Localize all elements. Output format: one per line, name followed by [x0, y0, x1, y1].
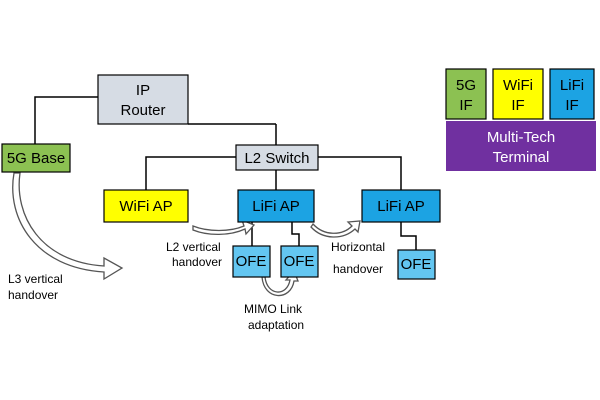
- ip-router-label-line1: IP: [136, 82, 150, 99]
- wifi-ap-box: [103, 189, 189, 223]
- 5g-if-box: [445, 68, 487, 120]
- ip-router-label-line2: Router: [120, 102, 165, 119]
- multi-tech-terminal: 5G IF WiFi IF LiFi IF Multi-Tech Termina…: [445, 68, 596, 171]
- 5g-base-label: 5G Base: [7, 150, 65, 167]
- l3-handover-arrow: [12, 172, 124, 281]
- edge-lifi-ap-1-ofe-2: [291, 222, 300, 246]
- terminal-line1: Multi-Tech: [487, 129, 555, 146]
- 5g-base-box: [1, 143, 71, 173]
- edge-lifi-ap-2-ofe-3: [400, 222, 417, 250]
- 5g-base-node: 5G Base: [1, 143, 71, 173]
- mimo-line2: adaptation: [248, 318, 304, 332]
- ofe-3-node: OFE: [397, 249, 436, 280]
- ofe-2-node: OFE: [280, 245, 319, 278]
- lifi-if-line2: IF: [565, 97, 578, 114]
- horizontal-handover-arrow: [310, 220, 361, 238]
- edge-switch-wifi-ap: [145, 156, 236, 190]
- l2-vertical-handover-label: L2 vertical handover: [166, 240, 222, 269]
- ofe-2-box: [280, 245, 319, 278]
- wifi-ap-label: WiFi AP: [119, 198, 172, 215]
- 5g-if-line2: IF: [459, 97, 472, 114]
- wifi-if-box: [492, 68, 544, 120]
- ofe-1-label: OFE: [236, 253, 267, 270]
- lifi-ap-1-box: [237, 189, 315, 223]
- lifi-ap-2-node: LiFi AP: [361, 189, 441, 223]
- lifi-ap-2-label: LiFi AP: [377, 198, 425, 215]
- lifi-if-line1: LiFi: [560, 77, 584, 94]
- lifi-ap-1-node: LiFi AP: [237, 189, 315, 223]
- horizontal-line2: handover: [333, 262, 383, 276]
- ofe-3-box: [397, 249, 436, 280]
- lifi-ap-1-label: LiFi AP: [252, 198, 300, 215]
- 5g-if-line1: 5G: [456, 77, 476, 94]
- l2-switch-node: L2 Switch: [235, 144, 319, 171]
- l2-vertical-line1: L2 vertical: [166, 240, 221, 254]
- wifi-if-line1: WiFi: [503, 77, 533, 94]
- ofe-2-label: OFE: [284, 253, 315, 270]
- l2-switch-box: [235, 144, 319, 171]
- lifi-ap-2-box: [361, 189, 441, 223]
- l2-switch-label: L2 Switch: [244, 150, 309, 167]
- terminal-body-box: [446, 121, 596, 171]
- ip-router-box: [97, 74, 189, 125]
- terminal-line2: Terminal: [493, 149, 550, 166]
- connections: [34, 96, 417, 250]
- ofe-1-box: [232, 245, 271, 278]
- l2-vertical-line2: handover: [172, 255, 222, 269]
- lifi-if-box: [549, 68, 595, 120]
- l3-vertical-handover-label: L3 vertical handover: [8, 272, 63, 302]
- ofe-1-node: OFE: [232, 245, 271, 278]
- ip-router-node: IP Router: [97, 74, 189, 125]
- mimo-line1: MIMO Link: [244, 302, 303, 316]
- ofe-3-label: OFE: [401, 256, 432, 273]
- l3-vertical-line1: L3 vertical: [8, 272, 63, 286]
- horizontal-handover-label: Horizontal handover: [331, 240, 385, 276]
- l2-handover-arrow: [192, 218, 256, 236]
- wifi-ap-node: WiFi AP: [103, 189, 189, 223]
- edge-switch-lifi-ap-2: [318, 156, 402, 190]
- horizontal-line1: Horizontal: [331, 240, 385, 254]
- handover-arrows: [12, 172, 361, 297]
- l3-vertical-line2: handover: [8, 288, 58, 302]
- wifi-if-line2: IF: [511, 97, 524, 114]
- edge-router-5g-base: [34, 96, 98, 144]
- mimo-link-adaptation-label: MIMO Link adaptation: [244, 302, 304, 332]
